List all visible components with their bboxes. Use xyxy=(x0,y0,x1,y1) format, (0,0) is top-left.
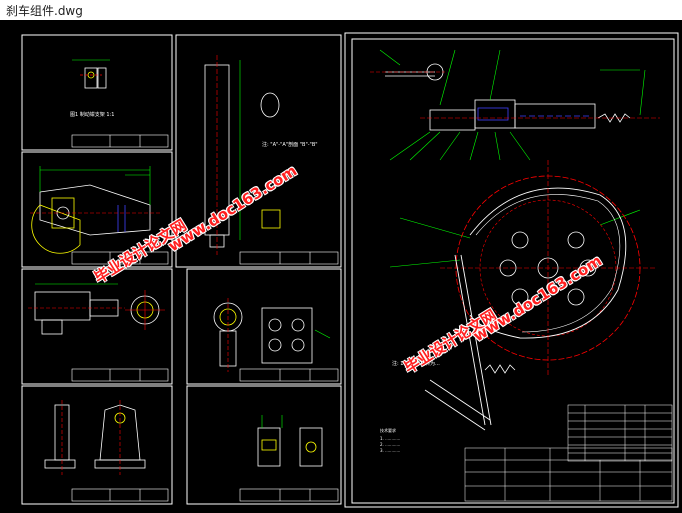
title-bar: 刹车组件.dwg xyxy=(0,0,682,21)
sheet-frame-1 xyxy=(21,34,173,151)
assembly-view: 注: 1.制动带材料为... 技术要求 1. ............ 2. .… xyxy=(370,49,673,502)
sheet-frame-4 xyxy=(21,385,173,505)
svg-text:1. ............: 1. ............ xyxy=(380,436,400,441)
window-title: 刹车组件.dwg xyxy=(6,4,83,18)
svg-text:3. ............: 3. ............ xyxy=(380,448,400,453)
cad-drawing: 图1 制动钳支架 1:1 注: xyxy=(21,32,679,508)
sheet-frame-assembly xyxy=(344,32,679,508)
sheet-frame-6 xyxy=(186,268,342,385)
svg-text:图1 制动钳支架 1:1: 图1 制动钳支架 1:1 xyxy=(70,111,114,118)
svg-text:注: 1.制动带材料为...: 注: 1.制动带材料为... xyxy=(392,360,440,367)
svg-text:注: "A"-"A"剖面 "B"-"B": 注: "A"-"A"剖面 "B"-"B" xyxy=(262,141,318,148)
svg-text:技术要求: 技术要求 xyxy=(380,427,396,433)
svg-text:2. ............: 2. ............ xyxy=(380,442,400,447)
drawing-canvas[interactable]: 图1 制动钳支架 1:1 注: xyxy=(0,20,682,513)
sheet-frame-3 xyxy=(21,268,173,385)
sheet-frame-2 xyxy=(21,151,173,268)
sheet-frame-5 xyxy=(175,34,342,268)
sheet-frame-7 xyxy=(186,385,342,505)
